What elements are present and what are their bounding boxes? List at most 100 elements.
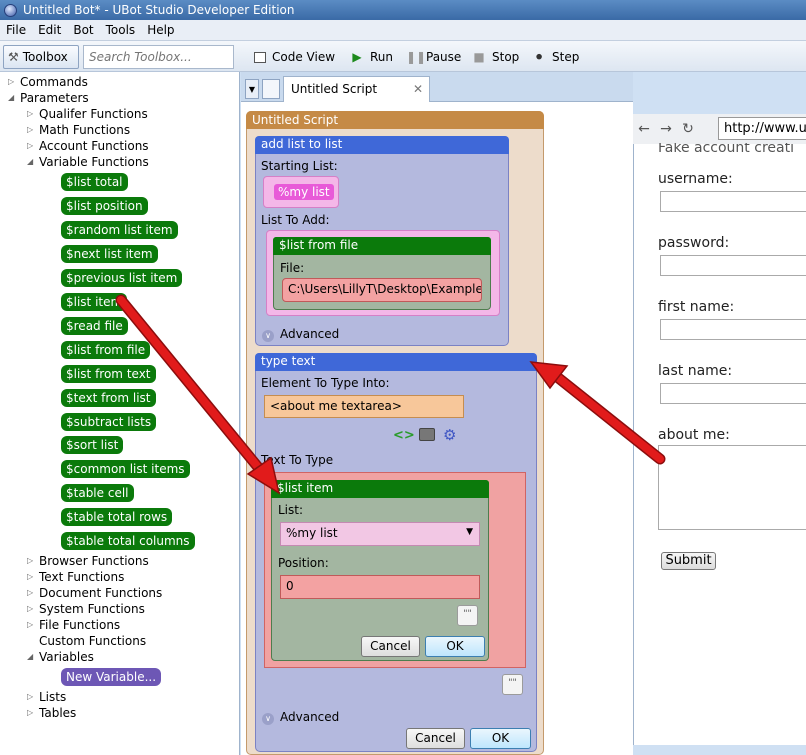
- toolbox-label: Toolbox: [22, 50, 68, 64]
- expand-arrow-icon[interactable]: ▷: [27, 109, 34, 118]
- quote-text-icon[interactable]: "": [457, 605, 478, 626]
- tab-untitled-script[interactable]: Untitled Script ✕: [283, 76, 430, 102]
- tree-text-functions[interactable]: Text Functions: [39, 570, 125, 584]
- tree-variable-functions[interactable]: Variable Functions: [39, 155, 149, 169]
- window-titlebar: Untitled Bot* - UBot Studio Developer Ed…: [0, 0, 806, 20]
- fn-list-position[interactable]: $list position: [61, 197, 148, 215]
- new-variable-button[interactable]: New Variable...: [61, 668, 162, 686]
- code-view-button[interactable]: Code View: [248, 45, 341, 69]
- gear-icon[interactable]: ⚙: [443, 426, 457, 444]
- fn-subtract-lists[interactable]: $subtract lists: [61, 413, 157, 431]
- collapse-arrow-icon[interactable]: ◢: [27, 652, 34, 661]
- tree-commands[interactable]: Commands: [20, 75, 88, 89]
- tree-variables[interactable]: Variables: [39, 650, 94, 664]
- tree-system-functions[interactable]: System Functions: [39, 602, 145, 616]
- code-icon[interactable]: <>: [393, 428, 415, 443]
- close-icon[interactable]: ✕: [412, 82, 423, 96]
- search-toolbox-input[interactable]: [83, 45, 234, 69]
- code-view-icon: [254, 51, 266, 63]
- step-button[interactable]: ⚫ Step: [526, 45, 585, 69]
- expand-arrow-icon[interactable]: ▷: [27, 556, 34, 565]
- tree-custom-functions[interactable]: Custom Functions: [39, 634, 147, 648]
- fn-list-total[interactable]: $list total: [61, 173, 128, 191]
- advanced-toggle[interactable]: ∨Advanced: [262, 327, 339, 342]
- expand-arrow-icon[interactable]: ▷: [27, 604, 34, 613]
- command-title: type text: [255, 353, 537, 371]
- menu-file[interactable]: File: [6, 23, 27, 37]
- tree-document-functions[interactable]: Document Functions: [39, 586, 163, 600]
- new-document-icon[interactable]: [262, 79, 280, 99]
- cancel-button[interactable]: Cancel: [406, 728, 465, 749]
- fn-sort-list[interactable]: $sort list: [61, 436, 124, 454]
- list-label: List:: [278, 503, 304, 517]
- fn-block-list-item[interactable]: [271, 480, 489, 661]
- chevron-down-icon: ∨: [262, 713, 274, 725]
- fn-previous-list-item[interactable]: $previous list item: [61, 269, 183, 287]
- tab-dropdown-icon[interactable]: ▼: [245, 79, 259, 99]
- collapse-arrow-icon[interactable]: ◢: [8, 93, 15, 102]
- fn-table-total-columns[interactable]: $table total columns: [61, 532, 195, 550]
- tree-math-functions[interactable]: Math Functions: [39, 123, 131, 137]
- tab-label: Untitled Script: [291, 82, 378, 96]
- submit-button[interactable]: Submit: [661, 552, 716, 570]
- collapse-arrow-icon[interactable]: ◢: [27, 157, 34, 166]
- menu-edit[interactable]: Edit: [38, 23, 62, 37]
- stop-button[interactable]: ■ Stop: [466, 45, 525, 69]
- tree-lists[interactable]: Lists: [39, 690, 67, 704]
- run-button[interactable]: ▶ Run: [344, 45, 399, 69]
- fn-table-cell[interactable]: $table cell: [61, 484, 134, 502]
- file-path-field[interactable]: C:\Users\LillyT\Desktop\Example.txt: [282, 278, 482, 302]
- position-label: Position:: [278, 556, 329, 570]
- toolbox-button[interactable]: ⚒ Toolbox: [3, 45, 79, 69]
- position-field[interactable]: 0: [280, 575, 480, 599]
- expand-arrow-icon[interactable]: ▷: [27, 692, 34, 701]
- advanced-toggle[interactable]: ∨Advanced: [262, 710, 339, 725]
- username-input[interactable]: [660, 191, 806, 212]
- fn-random-list-item[interactable]: $random list item: [61, 221, 178, 239]
- tree-file-functions[interactable]: File Functions: [39, 618, 121, 632]
- tree-browser-functions[interactable]: Browser Functions: [39, 554, 149, 568]
- refresh-icon[interactable]: ↻: [682, 121, 694, 137]
- fn-table-total-rows[interactable]: $table total rows: [61, 508, 173, 526]
- back-arrow-icon[interactable]: ←: [638, 121, 650, 137]
- menu-tools[interactable]: Tools: [105, 23, 136, 37]
- first-name-input[interactable]: [660, 319, 806, 340]
- menu-bar: File Edit Bot Tools Help: [0, 20, 806, 41]
- expand-arrow-icon[interactable]: ▷: [8, 77, 15, 86]
- expand-arrow-icon[interactable]: ▷: [27, 588, 34, 597]
- forward-arrow-icon[interactable]: →: [660, 121, 672, 137]
- starting-list-variable[interactable]: %my list: [274, 184, 334, 200]
- tree-tables[interactable]: Tables: [39, 706, 77, 720]
- pause-button[interactable]: ❚❚ Pause: [400, 45, 467, 69]
- tree-qualifier-functions[interactable]: Qualifer Functions: [39, 107, 148, 121]
- fn-read-file[interactable]: $read file: [61, 317, 128, 335]
- fn-common-list-items[interactable]: $common list items: [61, 460, 190, 478]
- fn-list-item[interactable]: $list item: [61, 293, 128, 311]
- tree-parameters[interactable]: Parameters: [20, 91, 89, 105]
- inner-ok-button[interactable]: OK: [425, 636, 485, 657]
- password-input[interactable]: [660, 255, 806, 276]
- fn-list-from-file[interactable]: $list from file: [61, 341, 151, 359]
- list-select[interactable]: %my list ▼: [280, 522, 480, 546]
- expand-arrow-icon[interactable]: ▷: [27, 141, 34, 150]
- ok-button[interactable]: OK: [470, 728, 531, 749]
- menu-bot[interactable]: Bot: [73, 23, 94, 37]
- dropdown-arrow-icon[interactable]: ▼: [466, 527, 473, 537]
- inner-cancel-button[interactable]: Cancel: [361, 636, 420, 657]
- url-bar[interactable]: http://www.u: [718, 117, 806, 140]
- element-field[interactable]: <about me textarea>: [264, 395, 464, 418]
- fn-list-from-text[interactable]: $list from text: [61, 365, 156, 383]
- expand-arrow-icon[interactable]: ▷: [27, 708, 34, 717]
- quote-text-icon[interactable]: "": [502, 674, 523, 695]
- expand-arrow-icon[interactable]: ▷: [27, 620, 34, 629]
- about-me-textarea[interactable]: [658, 445, 806, 530]
- last-name-input[interactable]: [660, 383, 806, 404]
- step-label: Step: [552, 50, 580, 64]
- tree-account-functions[interactable]: Account Functions: [39, 139, 149, 153]
- menu-help[interactable]: Help: [147, 23, 175, 37]
- expand-arrow-icon[interactable]: ▷: [27, 572, 34, 581]
- camera-icon[interactable]: [419, 428, 435, 441]
- expand-arrow-icon[interactable]: ▷: [27, 125, 34, 134]
- fn-text-from-list[interactable]: $text from list: [61, 389, 156, 407]
- fn-next-list-item[interactable]: $next list item: [61, 245, 158, 263]
